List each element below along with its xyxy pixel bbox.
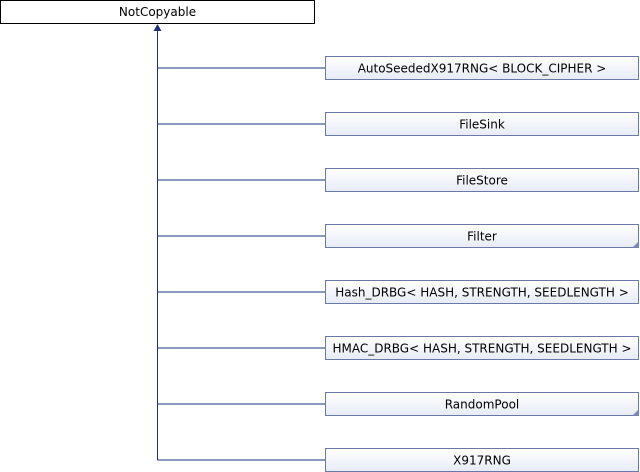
root-node-label: NotCopyable bbox=[119, 5, 196, 19]
child-node-label: FileSink bbox=[459, 118, 505, 132]
child-nodes: AutoSeededX917RNG< BLOCK_CIPHER > FileSin… bbox=[157, 56, 639, 472]
child-node-box bbox=[325, 336, 639, 360]
child-node-filestore[interactable]: FileStore bbox=[157, 168, 639, 192]
child-node-hash-drbg-hash-strength-seedlength[interactable]: Hash_DRBG< HASH, STRENGTH, SEEDLENGTH > bbox=[157, 280, 639, 304]
child-node-x917rng[interactable]: X917RNG bbox=[157, 448, 639, 472]
child-node-filesink[interactable]: FileSink bbox=[157, 112, 639, 136]
child-node-box bbox=[325, 168, 639, 192]
child-node-label: Filter bbox=[467, 230, 497, 244]
child-node-hmac-drbg-hash-strength-seedlength[interactable]: HMAC_DRBG< HASH, STRENGTH, SEEDLENGTH > bbox=[157, 336, 639, 360]
child-node-box bbox=[325, 280, 639, 304]
child-node-label: RandomPool bbox=[445, 398, 520, 412]
child-node-label: AutoSeededX917RNG< BLOCK_CIPHER > bbox=[358, 62, 607, 76]
more-subclasses-corner-icon bbox=[632, 241, 639, 248]
child-node-label: Hash_DRBG< HASH, STRENGTH, SEEDLENGTH > bbox=[335, 286, 629, 300]
inheritance-arrowhead bbox=[153, 24, 162, 31]
child-node-autoseededx917rng-block-cipher[interactable]: AutoSeededX917RNG< BLOCK_CIPHER > bbox=[157, 56, 639, 80]
root-node-box bbox=[0, 0, 315, 24]
child-node-box bbox=[325, 392, 639, 416]
child-node-label: FileStore bbox=[456, 174, 508, 188]
root-node[interactable]: NotCopyable bbox=[0, 0, 315, 24]
more-subclasses-corner-icon bbox=[632, 409, 639, 416]
child-node-label: X917RNG bbox=[453, 454, 511, 468]
child-node-box bbox=[325, 224, 639, 248]
child-node-randompool[interactable]: RandomPool bbox=[157, 392, 639, 416]
child-node-box bbox=[325, 56, 639, 80]
child-node-label: HMAC_DRBG< HASH, STRENGTH, SEEDLENGTH > bbox=[332, 342, 631, 356]
child-node-box bbox=[325, 112, 639, 136]
child-node-filter[interactable]: Filter bbox=[157, 224, 639, 248]
